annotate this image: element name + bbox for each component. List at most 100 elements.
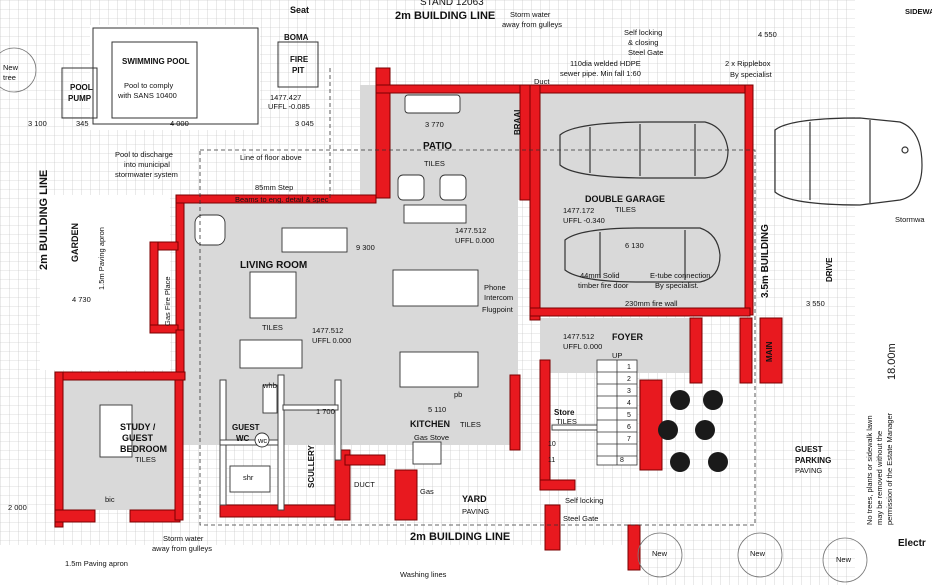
pool-discharge-3: stormwater system [115,170,178,179]
new-tree-left-2: tree [3,73,16,82]
dim-2: 345 [76,119,89,128]
right-strip [855,0,932,585]
dim-1: 3 100 [28,119,47,128]
finish-kitchen: TILES [460,420,481,429]
sewer-left-2: sewer pipe. Min fall 1:60 [560,69,641,78]
finish-patio: TILES [424,159,445,168]
room-pool-pump-2: PUMP [68,94,92,103]
pool-discharge-1: Pool to discharge [115,150,173,159]
self-locking-top-2: & closing [628,38,658,47]
etube-2: By specialist. [655,281,699,290]
stair-2: 2 [627,376,631,383]
washing-label: Washing lines [400,570,447,579]
trees [0,47,868,583]
room-pool-pump-1: POOL [70,83,93,92]
level-foyer-2: UFFL 0.000 [563,342,602,351]
level-foyer-1: 1477.512 [563,332,594,341]
self-locking-bottom-3: Steel Gate [563,514,598,523]
etube-1: E-tube connection [650,271,710,280]
guest-parking-plants [658,390,728,472]
dim-6: 9 300 [356,243,375,252]
stair-3: 3 [627,388,631,395]
garage-floor [540,90,752,310]
room-duct: Duct [534,77,550,86]
storm-water-bottom-2: away from gulleys [152,544,212,553]
room-living: LIVING ROOM [240,260,307,271]
finish-study: TILES [135,455,156,464]
new-tree-left-1: New [3,63,19,72]
room-guest-wc-2: WC [236,434,250,443]
level-living-2: UFFL 0.000 [312,336,351,345]
up-label: UP [612,351,622,360]
finish-garage: TILES [615,205,636,214]
paving-apron-left: 1.5m Paving apron [97,227,106,290]
room-fire-pit-2: PIT [292,66,305,75]
room-study-3: BEDROOM [120,444,167,454]
level-tv-2: UFFL 0.000 [455,236,494,245]
no-trees-3: permission of the Estate Manager [885,412,894,525]
room-patio: PATIO [423,141,452,152]
bic-label: bic [105,495,115,504]
room-seat: Seat [290,5,309,15]
beams-label: Beams to eng. detail & spec [235,195,329,204]
room-braai: BRAAI [513,110,522,135]
storm-water-bottom-1: Storm water [163,534,204,543]
furniture [99,94,479,493]
self-locking-top-3: Steel Gate [628,48,663,57]
sidewalk-label: SIDEWALK [905,7,932,16]
new-tree-3: New [836,555,852,564]
stair-7: 7 [627,436,631,443]
storm-water-top-2: away from gulleys [502,20,562,29]
flugpoint-label: Flugpoint [482,305,514,314]
solid-door-1: 44mm Solid [580,271,620,280]
room-guest-wc-1: GUEST [232,423,260,432]
building-line-top: 2m BUILDING LINE [395,10,495,22]
stair-6: 6 [627,424,631,431]
dimensions: 3 100 345 4 000 3 045 9 300 5 110 1 700 … [8,30,825,512]
stair-numbers: 1 2 3 4 5 6 7 8 10 11 [548,364,631,464]
garage-car-bottom [564,227,721,283]
level-boma-1: 1477.427 [270,93,301,102]
storm-water-top-1: Storm water [510,10,551,19]
room-guest-parking-1: GUEST [795,445,823,454]
finish-yard: PAVING [462,507,489,516]
staircase [596,359,638,466]
stair-4: 4 [627,400,631,407]
dim-20: 3 550 [806,299,825,308]
self-locking-top-1: Self locking [624,28,662,37]
finish-parking: PAVING [795,466,822,475]
level-boma-2: UFFL -0.085 [268,102,310,111]
dim-10: 5 110 [428,405,446,414]
stair-11: 11 [548,457,555,464]
paving-apron-bottom: 1.5m Paving apron [65,559,128,568]
dim-4: 3 045 [295,119,314,128]
self-locking-bottom-1: Self locking [565,496,603,505]
room-foyer: FOYER [612,332,644,342]
stormwater-right-1: Stormwa [895,215,925,224]
whb-label: whb [262,381,277,390]
level-patio: 3 770 [425,120,444,129]
line-of-floor-label: Line of floor above [240,153,302,162]
pool-note-1: Pool to comply [124,81,173,90]
stair-10: 10 [548,441,556,448]
bottom-strip [0,545,640,585]
ripplebox-2: By specialist [730,70,773,79]
stair-1: 1 [627,364,631,371]
room-garage: DOUBLE GARAGE [585,194,665,204]
room-duct2: DUCT [354,480,375,489]
gas-fire-label: Gas Fire Place [163,276,172,326]
dim-11: 1 700 [316,407,335,416]
room-garden: GARDEN [70,223,80,262]
dim-16: 2 000 [8,503,27,512]
room-kitchen: KITCHEN [410,419,450,429]
building-line-right: 3.5m BUILDING [760,224,771,298]
electr-label: Electr [898,538,926,549]
level-living-1: 1477.512 [312,326,343,335]
sewer-left-1: 110dia welded HDPE [570,59,641,68]
fire-wall-label: 230mm fire wall [625,299,678,308]
dim-17: 4 730 [72,295,91,304]
interior-floor [178,195,518,445]
dim-19: 6 130 [625,241,644,250]
room-gas-cage: Gas [420,487,434,496]
